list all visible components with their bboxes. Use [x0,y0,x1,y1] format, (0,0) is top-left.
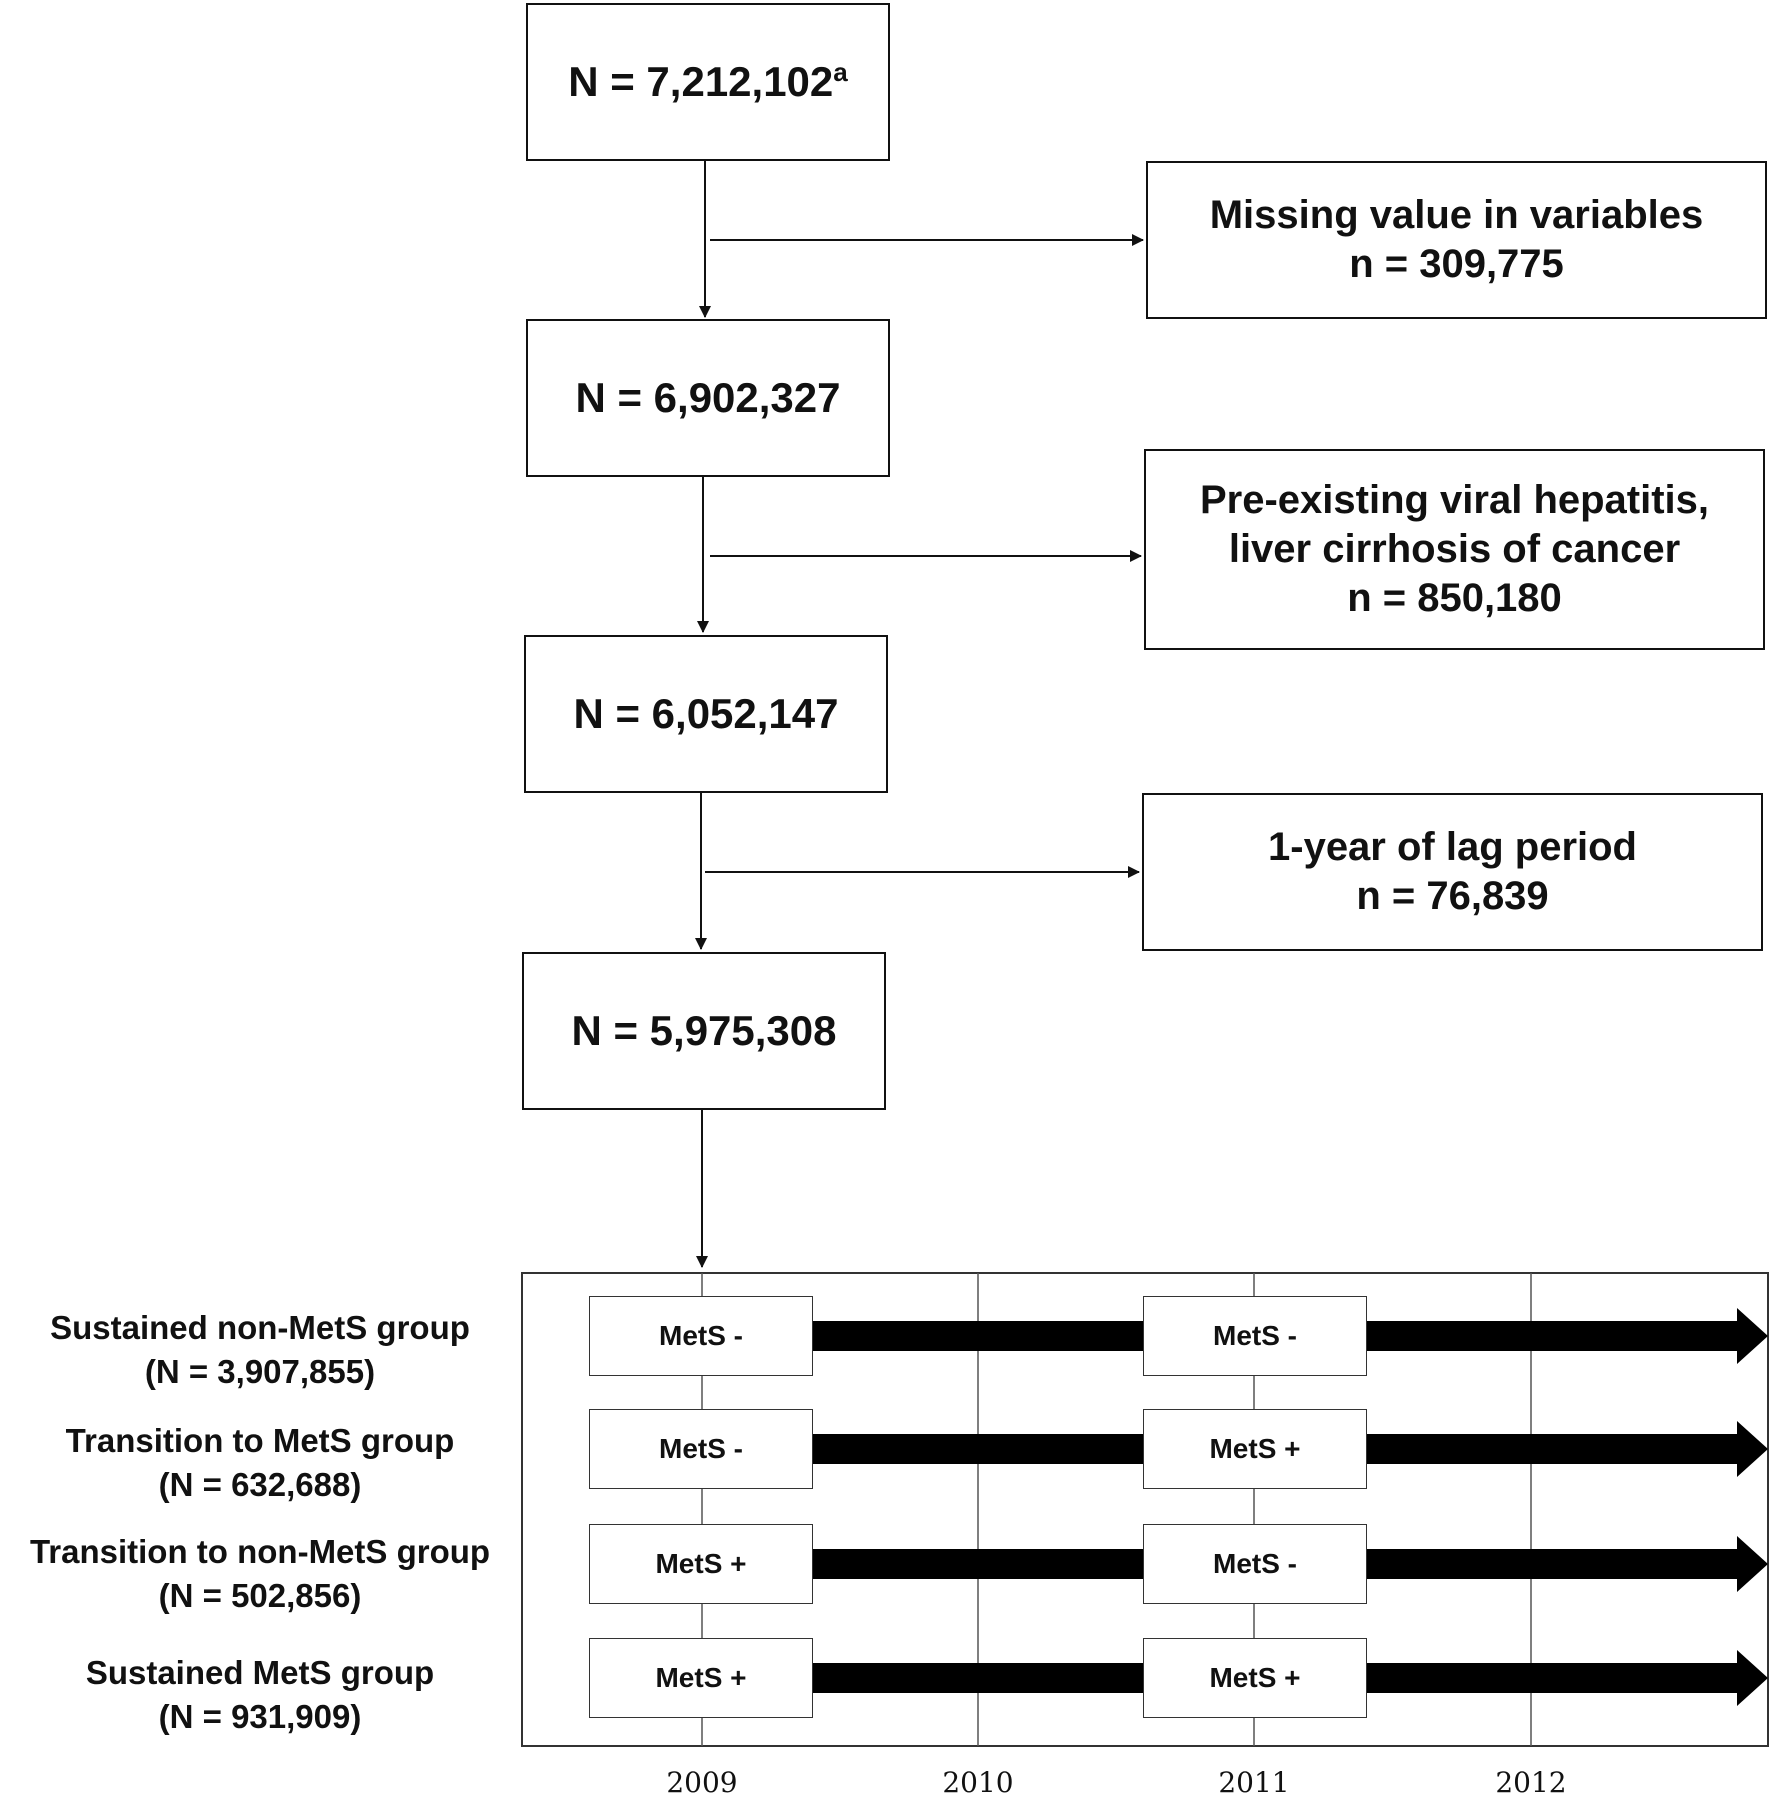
group-count: (N = 931,909) [158,1697,362,1735]
exclusion-count: n = 850,180 [1347,575,1562,620]
timeline-bar-row-3-a [813,1549,1144,1579]
year-label-2009: 2009 [666,1766,738,1799]
year-label-2012: 2012 [1495,1766,1567,1799]
population-count-2: N = 6,902,327 [575,374,841,422]
timeline-arrow-row-2 [1367,1421,1768,1477]
group-label-sustained-non-mets: Sustained non-MetS group (N = 3,907,855) [0,1306,520,1393]
state-box-row-3-2011: MetS - [1143,1524,1367,1604]
exclusion-box-liver-disease: Pre-existing viral hepatitis, liver cirr… [1144,449,1765,650]
population-box-final: N = 5,975,308 [522,952,886,1110]
group-name: Transition to MetS group [65,1422,455,1459]
group-name: Transition to non-MetS group [29,1533,491,1570]
timeline-bar-row-4-a [813,1663,1144,1693]
timeline-arrow-row-4 [1367,1650,1768,1706]
population-count-3: N = 6,052,147 [573,690,839,738]
state-box-row-4-2009: MetS + [589,1638,813,1718]
timeline-frame [521,1272,1769,1747]
group-name: Sustained non-MetS group [50,1309,470,1346]
state-box-row-2-2011: MetS + [1143,1409,1367,1489]
timeline-bar-row-1-a [813,1321,1144,1351]
timeline-bar-row-2-a [813,1434,1144,1464]
group-count: (N = 3,907,855) [144,1352,376,1390]
year-label-2010: 2010 [942,1766,1014,1799]
group-name: Sustained MetS group [85,1654,435,1691]
population-count-final: N = 5,975,308 [571,1007,837,1055]
population-box-3: N = 6,052,147 [524,635,888,793]
state-box-row-1-2011: MetS - [1143,1296,1367,1376]
group-count: (N = 632,688) [158,1465,362,1503]
state-box-row-1-2009: MetS - [589,1296,813,1376]
state-box-row-2-2009: MetS - [589,1409,813,1489]
population-count-initial: N = 7,212,102 [568,58,834,106]
exclusion-reason-continued: liver cirrhosis of cancer [1228,527,1681,572]
exclusion-reason: Missing value in variables [1209,193,1704,238]
footnote-marker: a [833,57,848,88]
exclusion-count: n = 309,775 [1349,242,1564,286]
exclusion-reason: 1-year of lag period [1268,825,1637,870]
group-label-sustained-mets: Sustained MetS group (N = 931,909) [0,1651,520,1738]
exclusion-box-lag-period: 1-year of lag period n = 76,839 [1142,793,1763,951]
group-label-transition-to-mets: Transition to MetS group (N = 632,688) [0,1419,520,1506]
state-box-row-3-2009: MetS + [589,1524,813,1604]
state-box-row-4-2011: MetS + [1143,1638,1367,1718]
population-box-2: N = 6,902,327 [526,319,890,477]
exclusion-count: n = 76,839 [1356,874,1549,918]
year-label-2011: 2011 [1218,1766,1290,1799]
group-count: (N = 502,856) [158,1576,362,1614]
group-label-transition-to-non-mets: Transition to non-MetS group (N = 502,85… [0,1530,520,1617]
exclusion-box-missing-values: Missing value in variables n = 309,775 [1146,161,1767,319]
exclusion-reason: Pre-existing viral hepatitis, [1199,478,1710,523]
population-box-initial: N = 7,212,102a [526,3,890,161]
timeline-arrow-row-3 [1367,1536,1768,1592]
timeline-arrow-row-1 [1367,1308,1768,1364]
